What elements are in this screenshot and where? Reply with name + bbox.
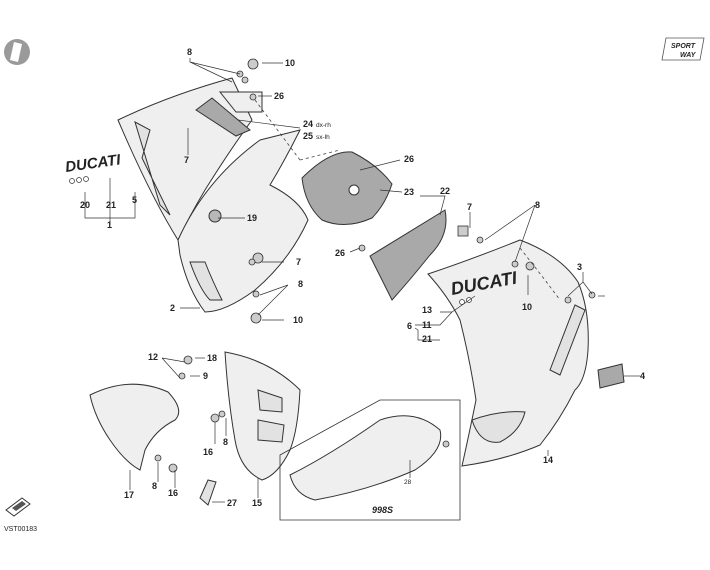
callout-14: 14 (543, 455, 553, 465)
callout-20: 20 (80, 200, 90, 210)
callout-26: 26 (404, 154, 414, 164)
left-decal: DUCATI (64, 151, 122, 184)
callout-21: 21 (422, 334, 432, 344)
fasteners (154, 58, 596, 473)
callout-17: 17 (124, 490, 134, 500)
badge-line2: WAY (680, 52, 697, 59)
callout-25: 25 (303, 131, 313, 141)
callout-8: 8 (187, 47, 192, 57)
callout-9: 9 (203, 371, 208, 381)
inner-panel (224, 351, 301, 481)
callout-12: 12 (148, 352, 158, 362)
callout-10: 10 (293, 315, 303, 325)
callout-21: 21 (106, 200, 116, 210)
callout-5: 5 (132, 195, 137, 205)
badge-line1: SPORT (671, 43, 696, 50)
callout-8: 8 (152, 481, 157, 491)
callout-27: 27 (227, 498, 237, 508)
callout-8: 8 (298, 279, 303, 289)
callout-24-sub: dx-rh (316, 122, 331, 129)
callout-16: 16 (203, 447, 213, 457)
mount-bracket (195, 91, 263, 137)
sportway-badge: SPORT WAY (661, 37, 705, 61)
brand-decal-left: DUCATI (64, 151, 122, 176)
callout-23: 23 (404, 187, 414, 197)
callout-7: 7 (296, 257, 301, 267)
callout-7: 7 (184, 155, 189, 165)
callout-19: 19 (247, 213, 257, 223)
callout-22: 22 (440, 186, 450, 196)
callout-6: 6 (407, 321, 412, 331)
callout-28: 28 (404, 479, 412, 486)
callout-10: 10 (522, 302, 532, 312)
callout-25-sub: sx-lh (316, 134, 330, 141)
callout-26: 26 (335, 248, 345, 258)
callout-13: 13 (422, 305, 432, 315)
side-grille (369, 209, 447, 301)
callout-26: 26 (274, 91, 284, 101)
callout-4: 4 (640, 371, 645, 381)
callout-3: 3 (577, 262, 582, 272)
callout-24: 24 (303, 119, 313, 129)
callout-8: 8 (223, 437, 228, 447)
callout-10: 10 (285, 58, 295, 68)
strip-27 (199, 479, 217, 506)
diagram-code: VST00183 (4, 526, 37, 533)
callout-1: 1 (107, 220, 112, 230)
callout-15: 15 (252, 498, 262, 508)
callouts: 8 10 26 24 dx-rh 25 sx-lh 7 26 23 22 20 … (80, 47, 645, 508)
callout-11: 11 (422, 320, 432, 330)
variant-label: 998S (372, 505, 393, 515)
callout-8: 8 (535, 200, 540, 210)
section-icon (4, 39, 30, 65)
front-mudguard (89, 383, 180, 471)
callout-18: 18 (207, 353, 217, 363)
leader-lines (84, 58, 640, 503)
windscreen-panel (301, 151, 393, 225)
model-icon (5, 497, 31, 517)
vent-piece (597, 363, 625, 389)
assembly-lines (254, 99, 561, 301)
callout-2: 2 (170, 303, 175, 313)
callout-7: 7 (467, 202, 472, 212)
side-fairing (427, 239, 589, 467)
callout-16: 16 (168, 488, 178, 498)
bellypan-box: 998S (279, 399, 461, 521)
